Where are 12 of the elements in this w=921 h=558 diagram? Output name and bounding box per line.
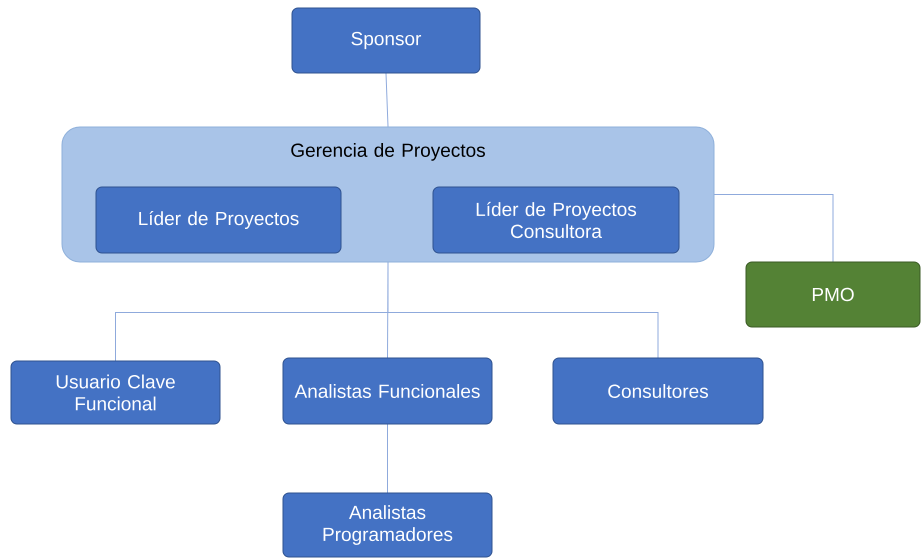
role-box: Líder de Proyectos [96, 186, 342, 254]
role-box: Sponsor [292, 8, 480, 74]
role-box: Líder de Proyectos Consultora [432, 186, 680, 254]
role-box: Analistas Programadores [282, 492, 492, 558]
role-box: Consultores [552, 358, 764, 424]
connector [386, 73, 388, 127]
connector [387, 424, 388, 493]
role-box: PMO [746, 262, 920, 328]
role-box: Analistas Funcionales [282, 358, 492, 424]
connector [388, 262, 658, 358]
role-box: Usuario Clave Funcional [10, 360, 220, 424]
connector [714, 194, 834, 262]
